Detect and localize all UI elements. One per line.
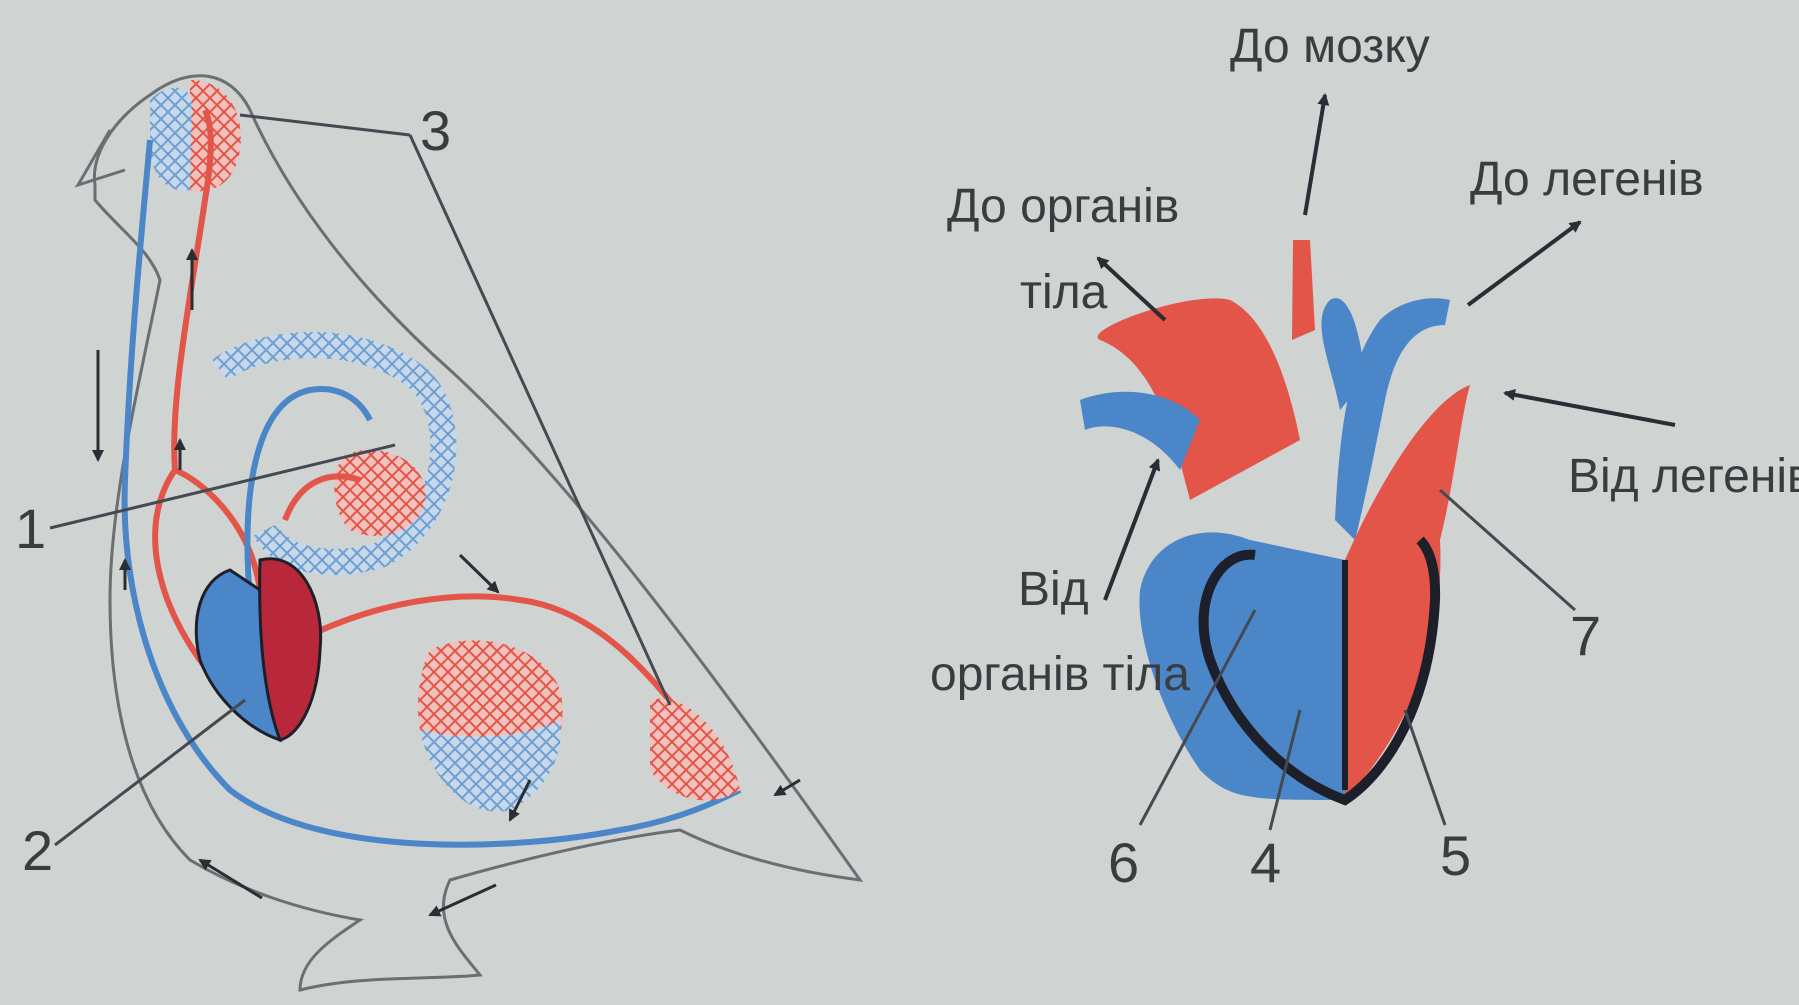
bird-beak [78,130,125,185]
label-to-body-organs-1: До органів [947,180,1179,233]
lung-capillary-red [334,450,425,536]
label-from-body-organs-1: Від [1018,563,1089,616]
label-7: 7 [1570,604,1601,667]
head-capillary-blue [150,88,192,191]
label-to-body-organs-2: тіла [1020,266,1108,319]
label-from-body-organs-2: органів тіла [930,648,1190,701]
label-6: 6 [1108,831,1139,894]
label-4: 4 [1250,831,1281,894]
bird-outline [94,76,860,990]
label-2: 2 [22,819,53,882]
leader-line-7 [1440,490,1575,610]
flow-arrow [430,885,496,915]
arrow-from-lungs [1505,393,1675,425]
head-capillary-red [190,80,241,191]
arrow-to-brain [1305,95,1325,215]
label-to-brain: До мозку [1230,20,1430,73]
bird-diagram: 1 2 3 [15,76,860,990]
heart-diagram: До мозку До легенів До органів тіла Від … [930,20,1799,894]
label-5: 5 [1440,824,1471,887]
aorta-to-brain [1292,240,1315,340]
label-1: 1 [15,497,46,560]
flow-arrow [200,860,262,898]
arrow-to-lungs [1468,222,1580,305]
leader-line-3a [240,115,410,135]
leader-line-5 [1405,710,1445,825]
lung-capillary-coil [220,345,443,562]
flow-arrow [460,555,498,592]
label-from-lungs: Від легенів [1568,450,1799,503]
label-to-lungs: До легенів [1470,153,1704,206]
arrow-to-body-organs [1098,258,1165,320]
tail-capillary-bed [650,699,740,801]
label-3: 3 [420,99,451,162]
